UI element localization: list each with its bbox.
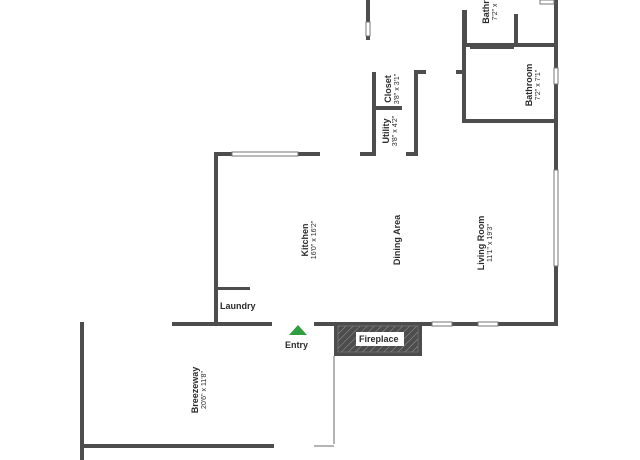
wall-breezeway-bottom [80,444,274,448]
window-bottom-1 [431,321,453,327]
room-dimensions: 7'2" x [492,3,500,21]
wall-laundry-shelf [214,287,250,290]
wall-closet-utility-divider [372,106,402,110]
wall-utility-bottom-left [360,152,376,156]
room-name: Kitchen [300,223,311,257]
entry-marker-icon [289,325,307,335]
wall-bathroom-stub [456,70,466,74]
wall-bathroom-top-inner [470,46,514,49]
wall-closet-top [414,70,426,74]
wall-bathr-left [462,10,467,46]
window-top-left [365,21,371,37]
room-dimensions: 20'6" x 11'8" [201,371,209,409]
wall-bathroom-left [462,46,466,122]
wall-right-exterior [554,0,558,326]
room-dimensions: 11'1" x 19'3" [487,224,495,262]
room-label-closet: Closet 3'8" x 3'1" [383,73,402,105]
room-name: Closet [383,75,394,103]
wall-kitchen-left [214,152,218,326]
fireplace-label-bg [356,332,404,346]
room-label-living-room: Living Room 11'1" x 19'3" [476,215,495,271]
room-label-kitchen: Kitchen 16'0" x 16'2" [300,220,319,260]
fireplace-label: Fireplace [359,334,399,344]
window-bathr-top [539,0,555,5]
room-name: Living Room [476,215,487,271]
room-dimensions: 3'8" x 4'2" [392,115,400,147]
room-label-bathroom-top: Bathr 7'2" x [481,0,500,24]
wall-bathr-bottom [462,43,558,47]
window-bottom-2 [477,321,499,327]
room-label-utility: Utility 3'8" x 4'2" [381,115,400,147]
wall-closet-left [372,72,376,156]
room-name: Dining Area [392,214,403,266]
room-label-dining-area: Dining Area [392,214,403,266]
wall-breezeway-left [80,322,84,460]
wall-closet-right [414,70,418,156]
window-kitchen-top [231,151,299,157]
room-name: Bathroom [524,63,535,107]
room-name: Utility [381,118,392,144]
room-label-bathroom: Bathroom 7'2" x 7'1" [524,63,543,107]
wall-top-vertical-left [366,0,370,40]
room-name: Bathr [481,0,492,24]
window-living-right [553,169,559,267]
wall-bathr-divider [514,14,518,44]
room-name: Breezeway [190,366,201,414]
laundry-label: Laundry [220,301,256,311]
room-dimensions: 3'8" x 3'1" [394,73,402,105]
wall-bottom-left [172,322,272,326]
window-bathroom-right [553,67,559,85]
wall-utility-bottom-right [406,152,418,156]
room-label-breezeway: Breezeway 20'6" x 11'8" [190,366,209,414]
entry-label: Entry [285,340,309,350]
room-dimensions: 7'2" x 7'1" [535,69,543,101]
wall-bathroom-bottom [462,119,558,123]
room-dimensions: 16'0" x 16'2" [311,220,319,260]
